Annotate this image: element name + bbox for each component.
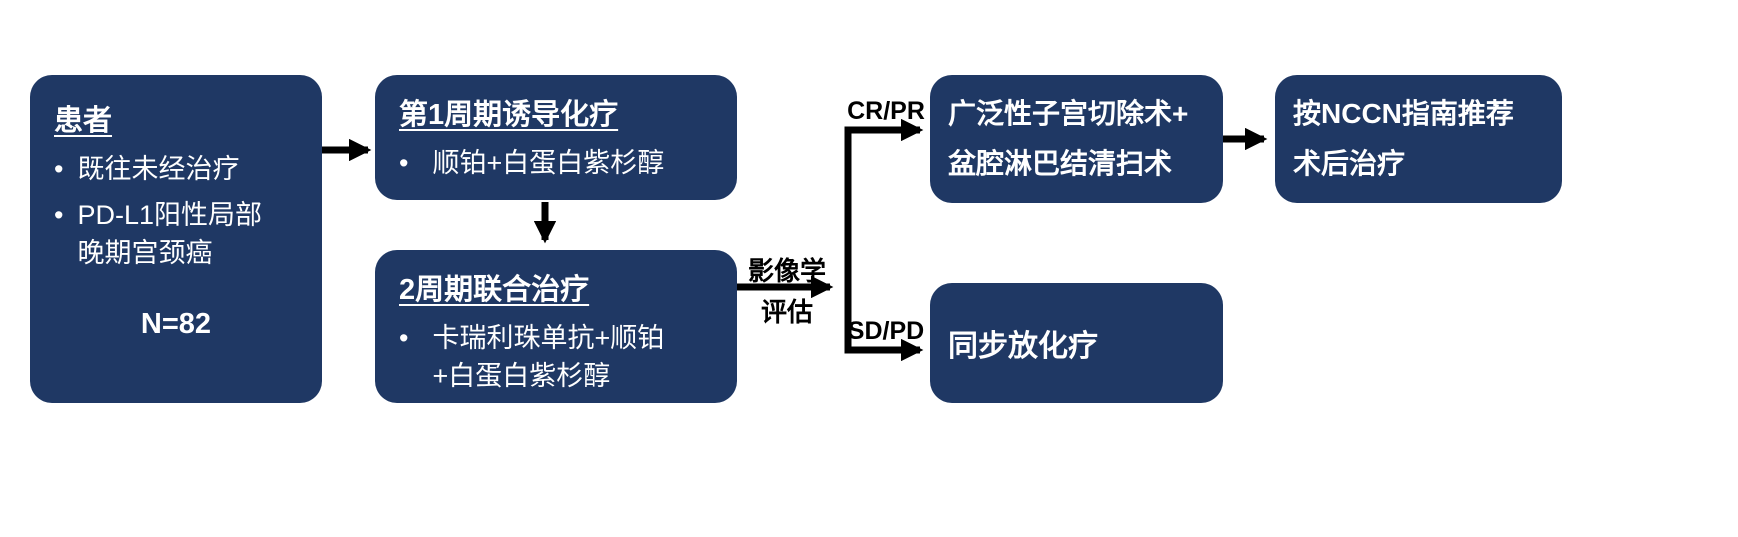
bullet-text: PD-L1阳性局部晚期宫颈癌 <box>77 199 262 268</box>
induction-chemo-bullets: 顺铂+白蛋白紫杉醇 <box>399 145 713 183</box>
nccn-line-1: 按NCCN指南推荐 <box>1293 98 1514 129</box>
induction-chemo-box: 第1周期诱导化疗 顺铂+白蛋白紫杉醇 <box>375 75 737 200</box>
nccn-line-2: 术后治疗 <box>1293 148 1406 179</box>
bullet-item: 顺铂+白蛋白紫杉醇 <box>399 145 713 183</box>
patients-bullets: 既往未经治疗 PD-L1阳性局部晚期宫颈癌 <box>54 151 298 272</box>
bullet-item: 既往未经治疗 <box>54 151 298 189</box>
sd-pd-label: SD/PD <box>847 317 925 345</box>
combination-therapy-bullets: 卡瑞利珠单抗+顺铂+白蛋白紫杉醇 <box>399 320 713 396</box>
bullet-text: 卡瑞利珠单抗+顺铂+白蛋白紫杉醇 <box>432 323 665 391</box>
ccrt-box: 同步放化疗 <box>930 283 1223 403</box>
nccn-postop-box: 按NCCN指南推荐 术后治疗 <box>1275 75 1562 203</box>
ccrt-text: 同步放化疗 <box>948 330 1098 363</box>
induction-chemo-title: 第1周期诱导化疗 <box>399 99 619 131</box>
bullet-item: 卡瑞利珠单抗+顺铂+白蛋白紫杉醇 <box>399 320 713 396</box>
bullet-text: 既往未经治疗 <box>77 154 240 184</box>
bullet-text: 顺铂+白蛋白紫杉醇 <box>432 148 665 178</box>
combination-therapy-box: 2周期联合治疗 卡瑞利珠单抗+顺铂+白蛋白紫杉醇 <box>375 250 737 403</box>
imaging-evaluation-label-line1: 影像学 <box>747 256 826 286</box>
patients-title: 患者 <box>54 105 113 137</box>
surgery-box: 广泛性子宫切除术+ 盆腔淋巴结清扫术 <box>930 75 1223 203</box>
combination-therapy-title: 2周期联合治疗 <box>399 274 590 306</box>
bullet-item: PD-L1阳性局部晚期宫颈癌 <box>54 197 298 273</box>
imaging-evaluation-label-line2: 评估 <box>760 297 813 327</box>
cr-pr-label: CR/PR <box>847 97 925 125</box>
surgery-line-1: 广泛性子宫切除术+ <box>948 98 1189 129</box>
sample-size-label: N=82 <box>140 308 212 341</box>
surgery-line-2: 盆腔淋巴结清扫术 <box>948 148 1173 179</box>
patients-box: 患者 既往未经治疗 PD-L1阳性局部晚期宫颈癌 N=82 <box>30 75 322 403</box>
